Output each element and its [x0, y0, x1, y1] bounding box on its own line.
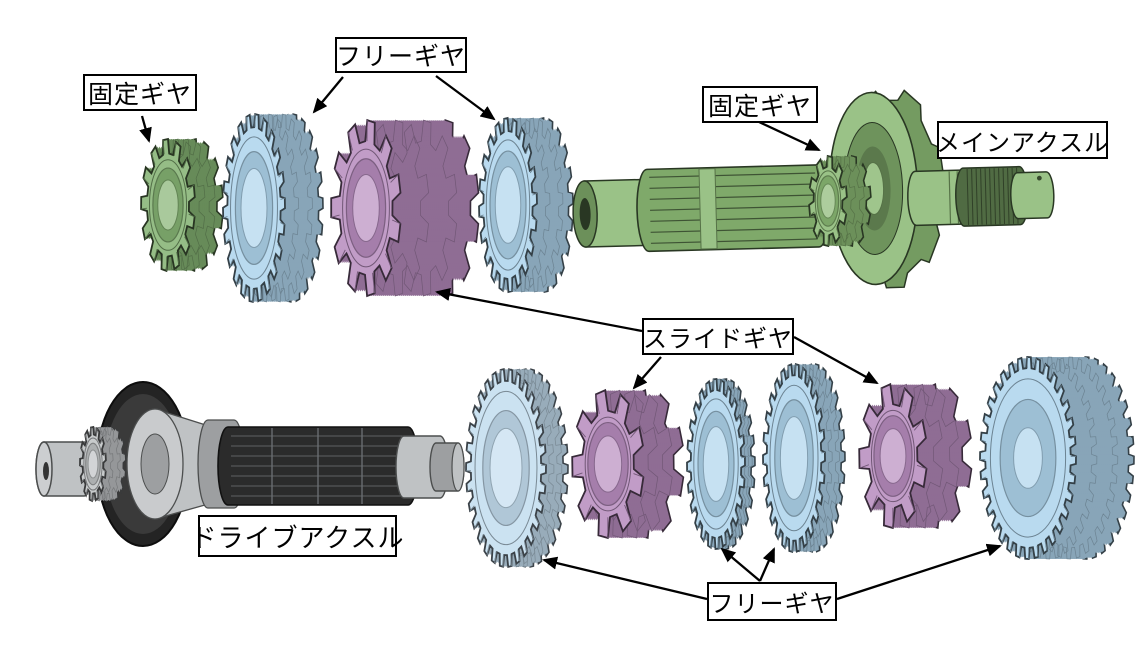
annotation-arrow [632, 356, 662, 390]
annotation-arrow [312, 76, 344, 114]
annotation-arrow [139, 115, 152, 143]
label-slide-gear: スライドギヤ [642, 318, 794, 355]
label-fixed-gear-main-axle: 固定ギヤ [702, 86, 818, 123]
annotation-arrow [836, 543, 1002, 601]
fixed-gear-on-main-axle [808, 154, 872, 248]
drive-axle-shaft [35, 381, 465, 547]
annotation-arrow [435, 75, 496, 121]
label-fixed-gear-top-left: 固定ギヤ [83, 74, 197, 111]
label-main-axle: メインアクスル [936, 121, 1108, 159]
gear-fixed-top-left [140, 137, 224, 273]
annotation-arrow [542, 556, 708, 601]
label-drive-axle: ドライブアクスル [191, 515, 403, 557]
gear-free-bottom-3 [762, 363, 846, 553]
annotation-arrow [758, 547, 776, 582]
annotation-arrow [756, 119, 821, 152]
gear-free-bottom-2 [686, 378, 756, 550]
drive-axle-spline-gear [79, 425, 127, 503]
annotation-arrow [720, 547, 761, 582]
gear-slide-bottom-1 [571, 388, 685, 540]
gear-free-top-1 [222, 112, 324, 304]
gear-slide-bottom-2 [858, 382, 973, 530]
annotation-arrow [435, 288, 643, 333]
label-free-gear-bottom: フリーギヤ [707, 582, 837, 621]
gear-slide-top [330, 118, 480, 298]
annotation-arrow [793, 335, 879, 385]
gear-free-bottom-1 [465, 367, 569, 569]
label-free-gear-top: フリーギヤ [335, 37, 467, 73]
gear-free-top-2 [478, 116, 574, 294]
gear-free-bottom-4 [979, 356, 1135, 560]
